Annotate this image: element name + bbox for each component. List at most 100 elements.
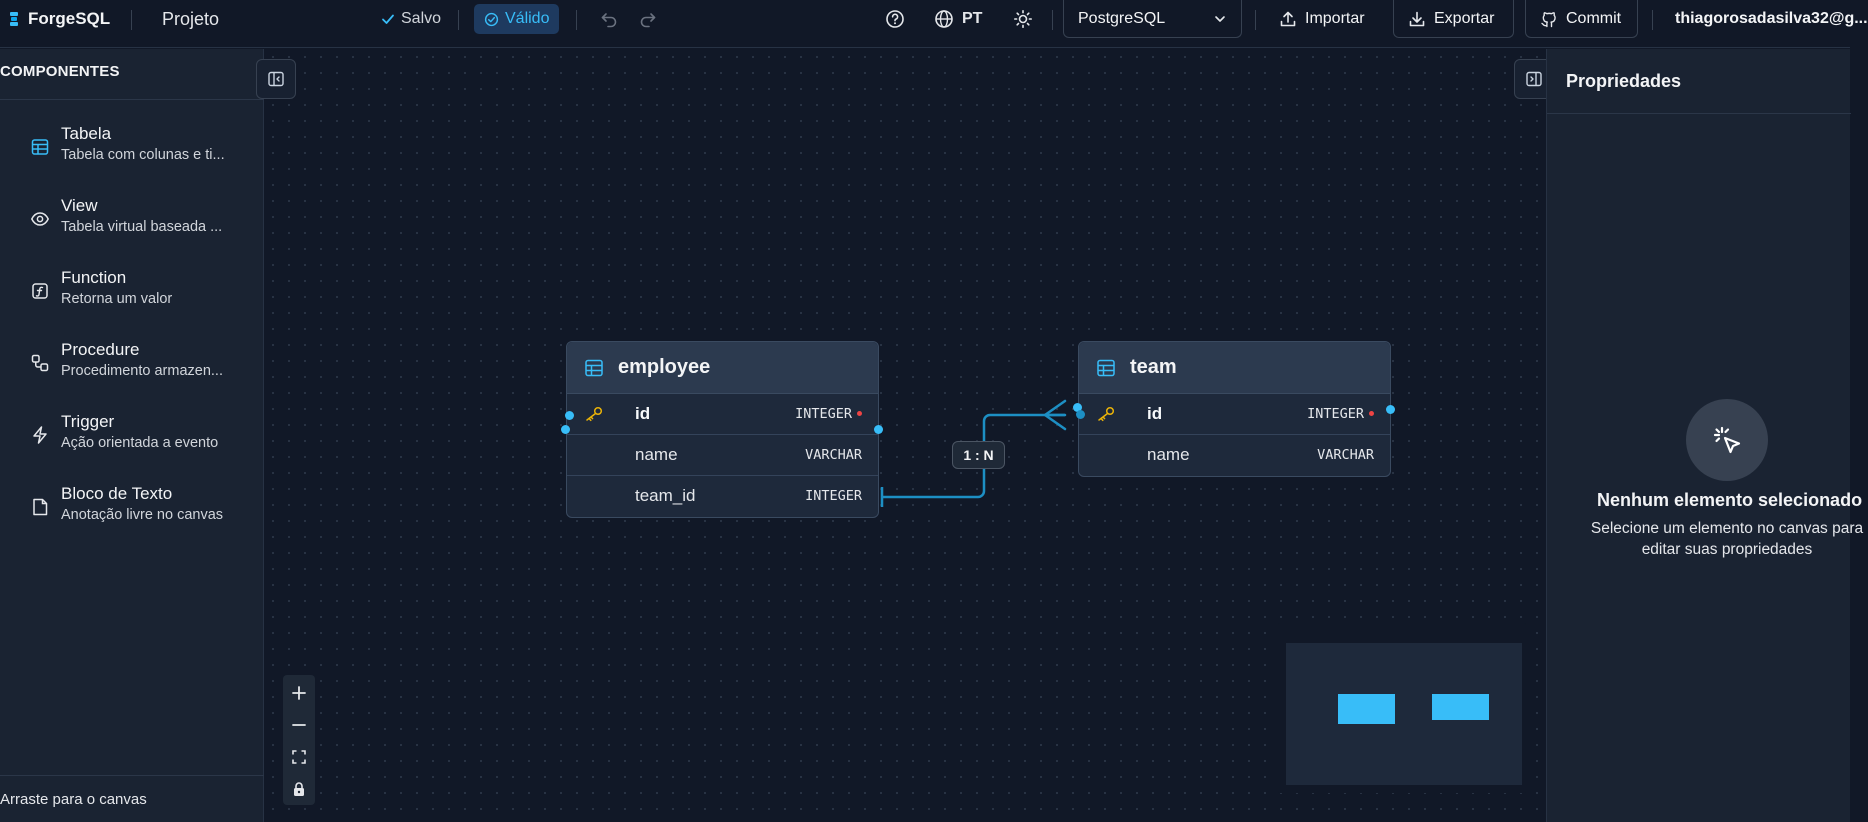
procedure-icon <box>30 353 50 373</box>
component-name: Bloco de Texto <box>61 484 173 503</box>
column-type: INTEGER <box>1307 406 1374 422</box>
panel-left-icon <box>267 70 285 88</box>
database-select-value: PostgreSQL <box>1078 9 1166 27</box>
sidebar-title: COMPONENTES <box>0 63 120 80</box>
column-name: team_id <box>635 486 696 505</box>
column-type: INTEGER <box>805 488 862 504</box>
connection-handle[interactable] <box>1073 403 1082 412</box>
component-item-text-block[interactable]: Bloco de Texto Anotação livre no canvas <box>0 481 264 539</box>
minus-icon <box>291 717 307 733</box>
connection-handle[interactable] <box>1386 405 1395 414</box>
eye-icon <box>30 209 50 229</box>
column-row[interactable]: id INTEGER <box>1079 394 1390 435</box>
import-label: Importar <box>1305 10 1365 27</box>
component-description: Anotação livre no canvas <box>61 507 224 523</box>
language-label: PT <box>962 10 983 27</box>
sidebar-hint: Arraste para o canvas <box>0 791 147 808</box>
upload-icon <box>1279 10 1297 28</box>
commit-button[interactable]: Commit <box>1525 0 1638 38</box>
fit-view-button[interactable] <box>283 741 315 773</box>
column-name: name <box>1147 445 1190 464</box>
table-node-team[interactable]: team id INTEGER name VARCHAR <box>1078 341 1391 477</box>
component-name: Function <box>61 268 127 287</box>
component-item-view[interactable]: View Tabela virtual baseada ... <box>0 193 264 251</box>
table-header[interactable]: employee <box>567 342 878 394</box>
table-icon <box>1096 358 1116 378</box>
zoom-in-button[interactable] <box>283 677 315 709</box>
empty-state-description: Selecione um elemento no canvas para edi… <box>1590 520 1864 558</box>
lightning-icon <box>30 425 50 445</box>
relationship-label[interactable]: 1 : N <box>952 441 1005 469</box>
theme-toggle[interactable] <box>1007 3 1039 35</box>
language-selector[interactable]: PT <box>934 5 982 33</box>
column-type-label: INTEGER <box>795 406 852 422</box>
primary-key-icon <box>584 406 604 422</box>
redo-button[interactable] <box>632 3 664 35</box>
properties-title: Propriedades <box>1566 71 1682 91</box>
primary-key-icon <box>1096 406 1116 422</box>
collapse-left-panel-button[interactable] <box>256 59 296 99</box>
minimap-node-team <box>1432 694 1489 720</box>
component-item-tabela[interactable]: Tabela Tabela com colunas e ti... <box>0 121 264 179</box>
component-description: Procedimento armazen... <box>61 363 223 379</box>
component-description: Ação orientada a evento <box>61 435 219 451</box>
table-name: team <box>1130 356 1177 378</box>
component-item-function[interactable]: Function Retorna um valor <box>0 265 264 323</box>
component-item-procedure[interactable]: Procedure Procedimento armazen... <box>0 337 264 395</box>
column-name: name <box>635 445 678 464</box>
zoom-controls <box>283 675 315 805</box>
globe-icon <box>934 9 954 29</box>
column-name: id <box>635 404 651 423</box>
plus-icon <box>291 685 307 701</box>
commit-label: Commit <box>1566 9 1622 27</box>
undo-icon <box>599 9 619 29</box>
user-menu[interactable]: thiagorosadasilva32@g... <box>1675 10 1868 27</box>
validation-label: Válido <box>505 10 550 27</box>
component-description: Tabela com colunas e ti... <box>61 147 225 163</box>
divider <box>1052 10 1053 30</box>
top-bar: ForgeSQL Projeto Salvo Válido PT <box>0 0 1868 48</box>
column-row[interactable]: name VARCHAR <box>1079 435 1390 476</box>
panel-right-icon <box>1525 70 1543 88</box>
divider <box>458 10 459 30</box>
component-description: Tabela virtual baseada ... <box>61 219 223 235</box>
project-title[interactable]: Projeto <box>162 8 220 29</box>
diagram-canvas[interactable]: 1 : N employee id INTEGER name VARCHAR t… <box>256 49 1554 822</box>
column-type-label: INTEGER <box>1307 406 1364 422</box>
export-button[interactable]: Exportar <box>1393 0 1514 38</box>
function-icon <box>30 281 50 301</box>
app-name: ForgeSQL <box>28 9 111 28</box>
help-button[interactable] <box>879 3 911 35</box>
divider <box>0 99 264 100</box>
sun-icon <box>1013 9 1033 29</box>
component-item-trigger[interactable]: Trigger Ação orientada a evento <box>0 409 264 467</box>
table-icon <box>30 137 50 157</box>
undo-button[interactable] <box>593 3 625 35</box>
lock-button[interactable] <box>283 773 315 805</box>
redo-icon <box>638 9 658 29</box>
github-icon <box>1540 10 1558 28</box>
column-row[interactable]: name VARCHAR <box>567 435 878 476</box>
column-type: INTEGER <box>795 406 862 422</box>
component-description: Retorna um valor <box>61 291 173 307</box>
table-header[interactable]: team <box>1079 342 1390 394</box>
connection-handle[interactable] <box>565 411 574 420</box>
table-name: employee <box>618 356 711 378</box>
component-name: View <box>61 196 98 215</box>
divider <box>576 10 577 30</box>
validation-badge[interactable]: Válido <box>474 4 560 34</box>
lock-icon <box>291 781 307 797</box>
export-label: Exportar <box>1434 9 1495 27</box>
column-row[interactable]: team_id INTEGER <box>567 476 878 517</box>
chevron-down-icon <box>1213 12 1227 26</box>
connection-handle[interactable] <box>561 425 570 434</box>
column-row[interactable]: id INTEGER <box>567 394 878 435</box>
connection-handle[interactable] <box>1076 410 1085 419</box>
zoom-out-button[interactable] <box>283 709 315 741</box>
minimap[interactable] <box>1278 623 1526 793</box>
table-node-employee[interactable]: employee id INTEGER name VARCHAR team_id… <box>566 341 879 518</box>
import-button[interactable]: Importar <box>1265 0 1379 38</box>
connection-handle[interactable] <box>874 425 883 434</box>
brand[interactable]: ForgeSQL <box>8 6 110 32</box>
database-select[interactable]: PostgreSQL <box>1063 0 1242 38</box>
